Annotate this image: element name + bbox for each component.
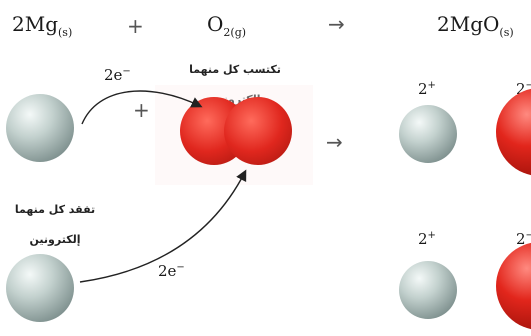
mgo-state: (s) <box>499 26 514 39</box>
mg-atom-top <box>6 94 74 162</box>
equation-arrow: → <box>328 12 345 36</box>
o-ion-top <box>496 88 531 176</box>
mg-ion-top-charge: 2+ <box>418 80 436 98</box>
electrons-top-label: 2e− <box>104 66 131 84</box>
mgo-formula: 2MgO <box>437 12 500 36</box>
magnesium-loses-electrons-note: تفقد كل منهما إلكترونين <box>0 195 110 255</box>
mg-ion-top <box>399 105 457 163</box>
mg-ion-bottom <box>399 261 457 319</box>
o-formula: O <box>207 12 224 36</box>
middle-arrow: → <box>326 130 343 154</box>
mg-formula: 2Mg <box>12 12 59 36</box>
o-ion-top-charge: 2− <box>516 80 531 98</box>
o2-molecule <box>155 85 313 185</box>
oxygen-note-line1: تكتسب كل منهما <box>189 63 281 76</box>
mg-ion-bottom-charge: 2+ <box>418 230 436 248</box>
electrons-top-value: 2e <box>104 66 123 84</box>
electrons-top-sign: − <box>122 66 131 77</box>
o-state: (g) <box>230 26 247 39</box>
equation-reactant-mg: 2Mg(s) <box>12 14 72 43</box>
electrons-bottom-value: 2e <box>158 262 177 280</box>
equation-plus: + <box>127 14 144 38</box>
middle-plus: + <box>133 98 150 122</box>
magnesium-note-line1: تفقد كل منهما <box>14 203 96 216</box>
o-subscript: 2 <box>223 26 231 39</box>
o-ion-bottom-charge: 2− <box>516 230 531 248</box>
electrons-bottom-label: 2e− <box>158 262 185 280</box>
equation-reactant-o2: O2(g) <box>207 14 246 43</box>
electron-arrow-bottom <box>79 169 247 283</box>
magnesium-note-line2: إلكترونين <box>29 233 81 246</box>
electrons-bottom-sign: − <box>176 262 185 273</box>
electron-arrow-top <box>81 90 203 125</box>
equation-product-mgo: 2MgO(s) <box>437 14 514 43</box>
mg-state: (s) <box>58 26 73 39</box>
o-ion-bottom <box>496 242 531 330</box>
mg-atom-bottom <box>6 254 74 322</box>
